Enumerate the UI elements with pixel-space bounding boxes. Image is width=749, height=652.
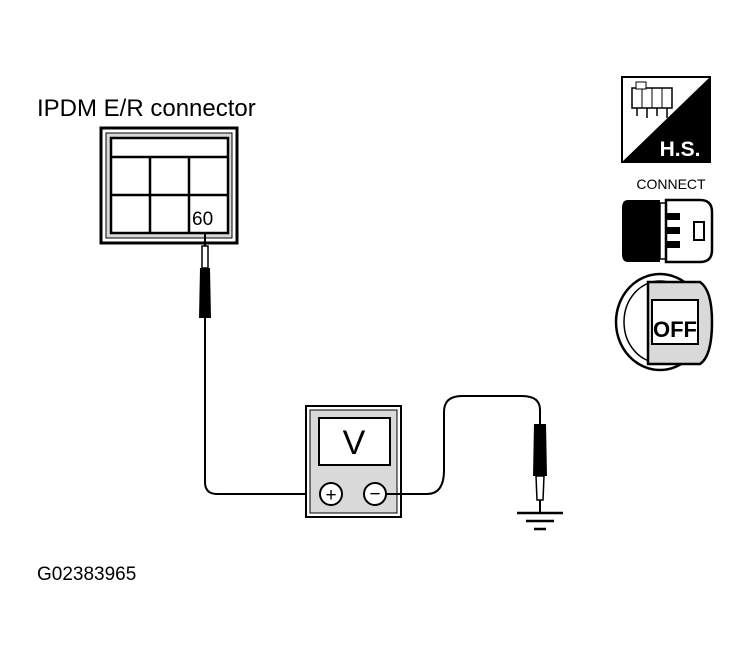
harness-side-icon bbox=[621, 76, 711, 163]
positive-lead bbox=[204, 318, 317, 495]
ground-probe bbox=[533, 424, 547, 512]
ignition-off-icon bbox=[614, 272, 714, 372]
positive-probe bbox=[199, 232, 211, 318]
ground-symbol bbox=[517, 511, 563, 531]
terminal-number: 60 bbox=[192, 209, 213, 230]
meter-positive-symbol: + bbox=[325, 485, 336, 506]
voltmeter bbox=[305, 405, 402, 518]
ipdm-connector bbox=[99, 126, 239, 245]
harness-side-text: H.S. bbox=[660, 138, 701, 161]
figure-code: G02383965 bbox=[37, 564, 136, 585]
connect-icon bbox=[622, 198, 714, 264]
positive-terminal bbox=[319, 482, 343, 506]
meter-label: V bbox=[343, 424, 366, 462]
connect-text: CONNECT bbox=[636, 176, 706, 192]
ignition-off-text: OFF bbox=[653, 317, 697, 342]
meter-negative-symbol: − bbox=[369, 484, 380, 505]
negative-lead bbox=[386, 395, 541, 495]
connector-label: IPDM E/R connector bbox=[37, 95, 256, 122]
